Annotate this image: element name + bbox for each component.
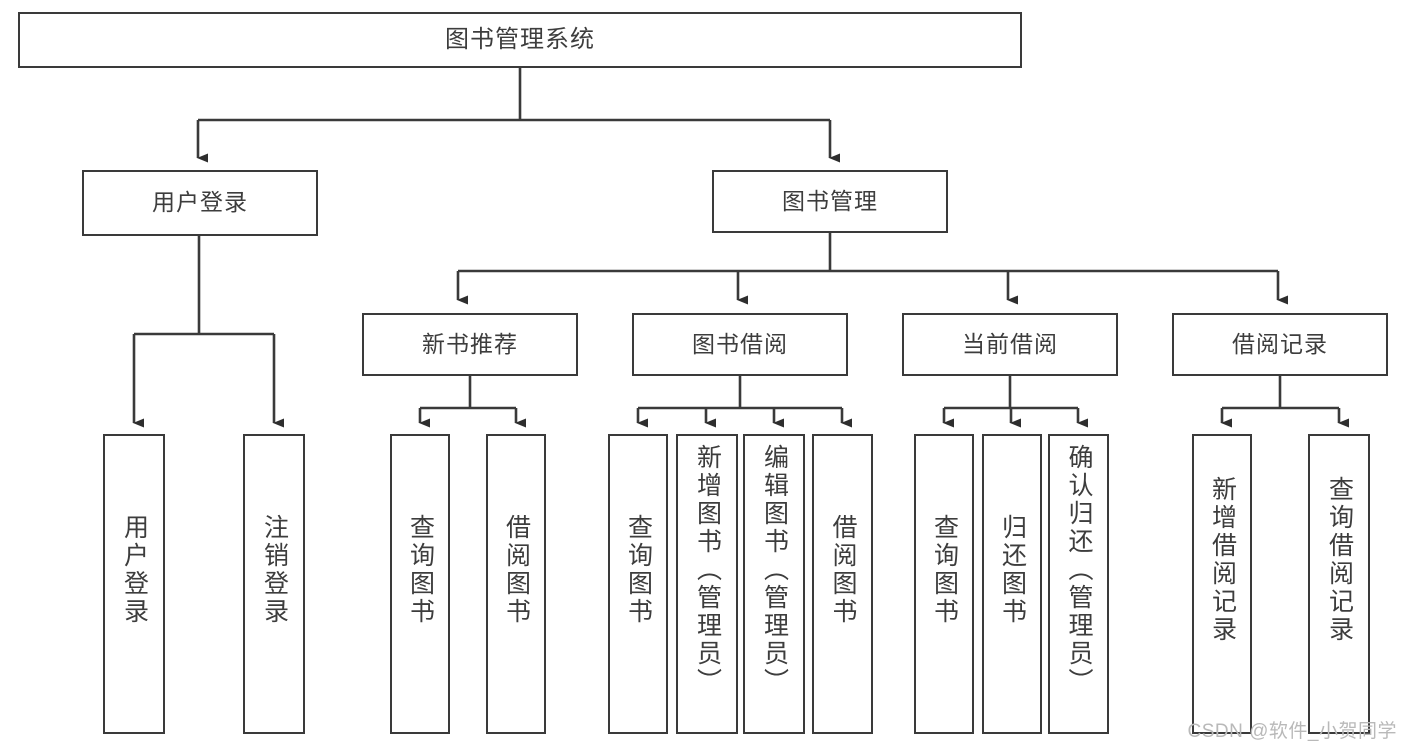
- leaf-query-book-new[interactable]: 查询图书: [390, 434, 450, 734]
- node-new-book-recommend[interactable]: 新书推荐: [362, 313, 578, 376]
- leaf-return-book[interactable]: 归还图书: [982, 434, 1042, 734]
- node-label: 查询图书: [624, 514, 653, 626]
- node-label: 新书推荐: [422, 330, 518, 357]
- leaf-borrow-book[interactable]: 借阅图书: [812, 434, 873, 734]
- node-current-borrow[interactable]: 当前借阅: [902, 313, 1118, 376]
- leaf-logout[interactable]: 注销登录: [243, 434, 305, 734]
- csdn-watermark: CSDN @软件_小贺同学: [1187, 721, 1397, 742]
- leaf-edit-book-admin[interactable]: 编辑图书（管理员）: [743, 434, 805, 734]
- leaf-confirm-return-admin[interactable]: 确认归还（管理员）: [1048, 434, 1109, 734]
- node-book-borrow[interactable]: 图书借阅: [632, 313, 848, 376]
- node-label: 图书管理: [782, 187, 878, 214]
- node-label: 编辑图书（管理员）: [760, 444, 789, 696]
- node-label: 借阅记录: [1232, 330, 1328, 357]
- node-label: 查询借阅记录: [1325, 476, 1354, 644]
- node-label: 查询图书: [406, 514, 435, 626]
- leaf-user-login[interactable]: 用户登录: [103, 434, 165, 734]
- node-label: 归还图书: [998, 514, 1027, 626]
- node-label: 查询图书: [930, 514, 959, 626]
- node-label: 图书借阅: [692, 330, 788, 357]
- leaf-add-book-admin[interactable]: 新增图书（管理员）: [676, 434, 738, 734]
- node-label: 新增借阅记录: [1208, 476, 1237, 644]
- node-root-system[interactable]: 图书管理系统: [18, 12, 1022, 68]
- leaf-add-borrow-record[interactable]: 新增借阅记录: [1192, 434, 1252, 734]
- node-book-management[interactable]: 图书管理: [712, 170, 948, 233]
- node-user-login[interactable]: 用户登录: [82, 170, 318, 236]
- node-label: 用户登录: [120, 514, 149, 626]
- node-label: 确认归还（管理员）: [1065, 444, 1093, 696]
- node-borrow-record[interactable]: 借阅记录: [1172, 313, 1388, 376]
- node-label: 当前借阅: [962, 330, 1058, 357]
- leaf-query-borrow-record[interactable]: 查询借阅记录: [1308, 434, 1370, 734]
- node-label: 用户登录: [152, 189, 248, 216]
- leaf-query-book-borrow[interactable]: 查询图书: [608, 434, 668, 734]
- leaf-query-book-current[interactable]: 查询图书: [914, 434, 974, 734]
- node-label: 注销登录: [260, 514, 289, 626]
- node-label: 新增图书（管理员）: [693, 444, 722, 696]
- node-label: 借阅图书: [502, 514, 531, 626]
- node-label: 图书管理系统: [445, 25, 595, 53]
- node-label: 借阅图书: [829, 514, 857, 626]
- leaf-borrow-book-new[interactable]: 借阅图书: [486, 434, 546, 734]
